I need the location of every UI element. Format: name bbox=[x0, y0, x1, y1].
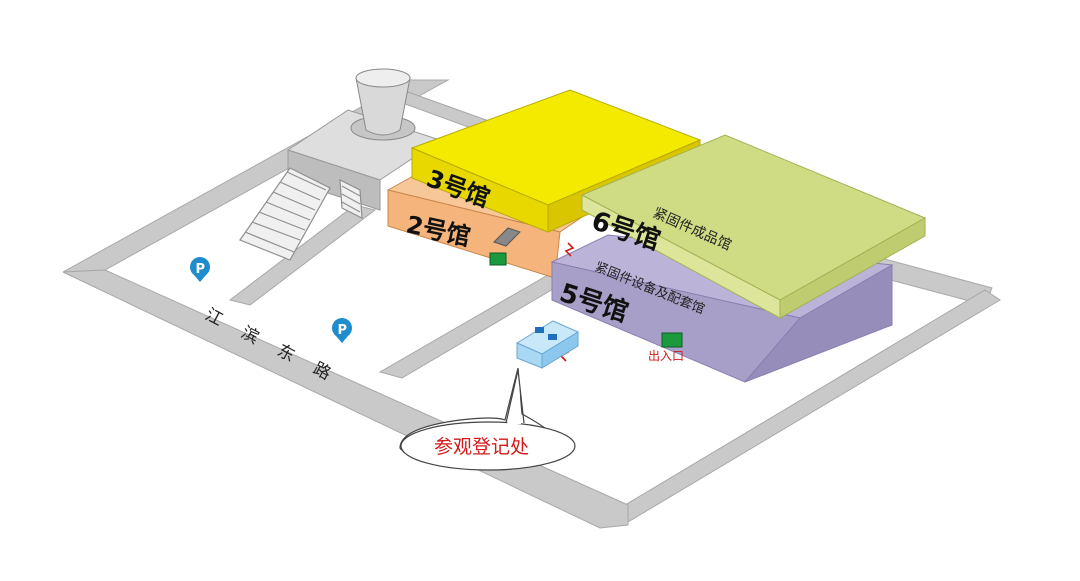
escalator-icon bbox=[493, 227, 521, 247]
desk-screen-1 bbox=[535, 327, 544, 333]
desk-side bbox=[541, 331, 579, 369]
hall-6-right bbox=[779, 217, 926, 319]
road-loop-front bbox=[62, 269, 629, 529]
parking-symbol-1: P bbox=[196, 262, 206, 277]
registration-label: 参观登记处 bbox=[434, 436, 529, 458]
entrance-marker bbox=[661, 332, 683, 348]
road-inner-1 bbox=[228, 204, 377, 306]
desk-screen-2 bbox=[548, 334, 557, 340]
plaza-structure bbox=[239, 68, 442, 261]
parking-symbol-2: P bbox=[338, 323, 348, 338]
callout-pointer bbox=[505, 369, 525, 424]
registration-desk[interactable] bbox=[515, 320, 580, 369]
entrance-label: 出入口 bbox=[648, 349, 684, 363]
parking-pin-icon bbox=[190, 257, 210, 282]
callout-ellipse bbox=[400, 421, 576, 471]
tower-body bbox=[355, 77, 411, 136]
registration-callout: 参观登记处 bbox=[399, 367, 576, 471]
parking-marker-1[interactable]: P bbox=[190, 257, 210, 282]
hall-5-right bbox=[744, 264, 893, 383]
parking-pin-icon bbox=[332, 318, 352, 343]
tower-top bbox=[355, 68, 411, 88]
stairs bbox=[239, 167, 363, 261]
hall-2-entrance-marker bbox=[489, 252, 507, 266]
callout-pointer-cover bbox=[507, 372, 521, 424]
parking-marker-2[interactable]: P bbox=[332, 318, 352, 343]
